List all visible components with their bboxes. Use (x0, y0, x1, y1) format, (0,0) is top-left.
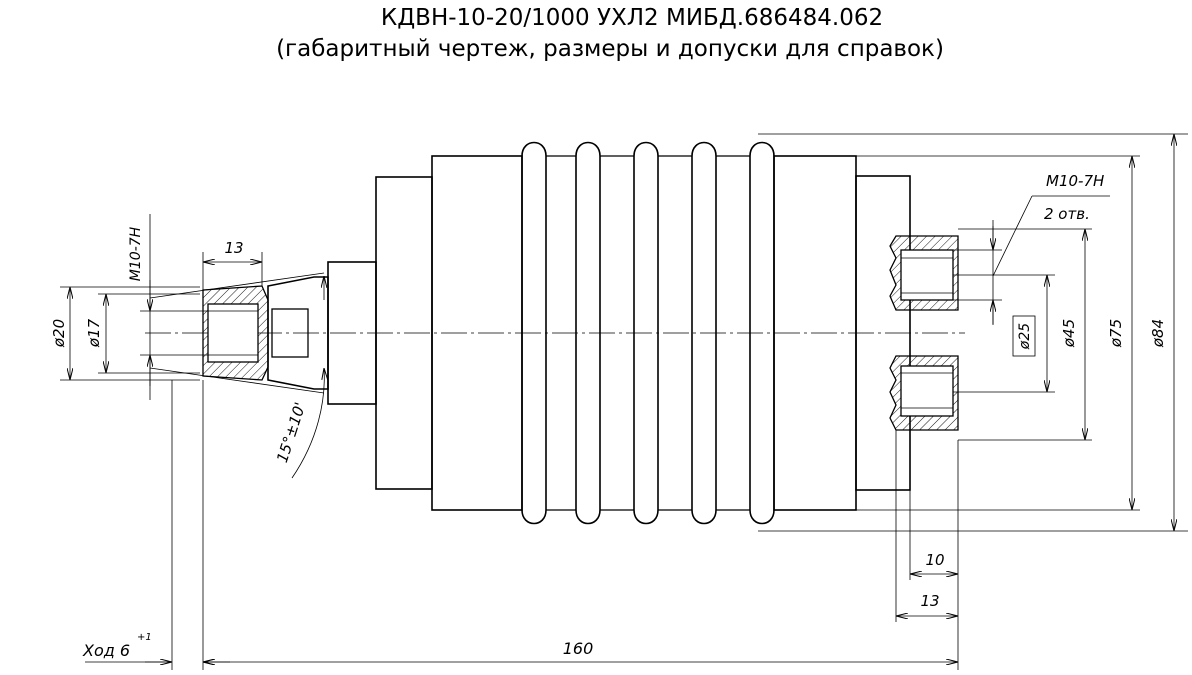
dim-160: 160 (563, 639, 594, 658)
dim-13-bottom: 13 (920, 592, 939, 610)
dim-angle: 15°±10' (273, 400, 309, 465)
dim-13-top: 13 (224, 239, 243, 257)
dim-thread-left: M10-7H (128, 226, 144, 281)
dim-10: 10 (925, 551, 944, 569)
dim-stroke-tolerance: +1 (137, 632, 152, 643)
dim-d25: ø25 (1017, 323, 1033, 350)
right-terminal (889, 235, 959, 431)
dim-d75: ø75 (1107, 319, 1125, 348)
dim-stroke: Ход 6 (82, 641, 130, 660)
dim-holes: 2 отв. (1044, 205, 1090, 223)
dim-d17: ø17 (85, 318, 103, 348)
dim-d20: ø20 (50, 319, 68, 348)
drawing-subtitle: (габаритный чертеж, размеры и допуски дл… (276, 36, 944, 62)
left-terminal (149, 272, 329, 394)
dim-thread-right: M10-7H (1046, 172, 1104, 190)
drawing-title: КДВН-10-20/1000 УХЛ2 МИБД.686484.062 (381, 5, 883, 31)
dim-d45: ø45 (1060, 319, 1078, 348)
dimension-lines (60, 133, 1188, 670)
dim-d84: ø84 (1149, 319, 1167, 348)
